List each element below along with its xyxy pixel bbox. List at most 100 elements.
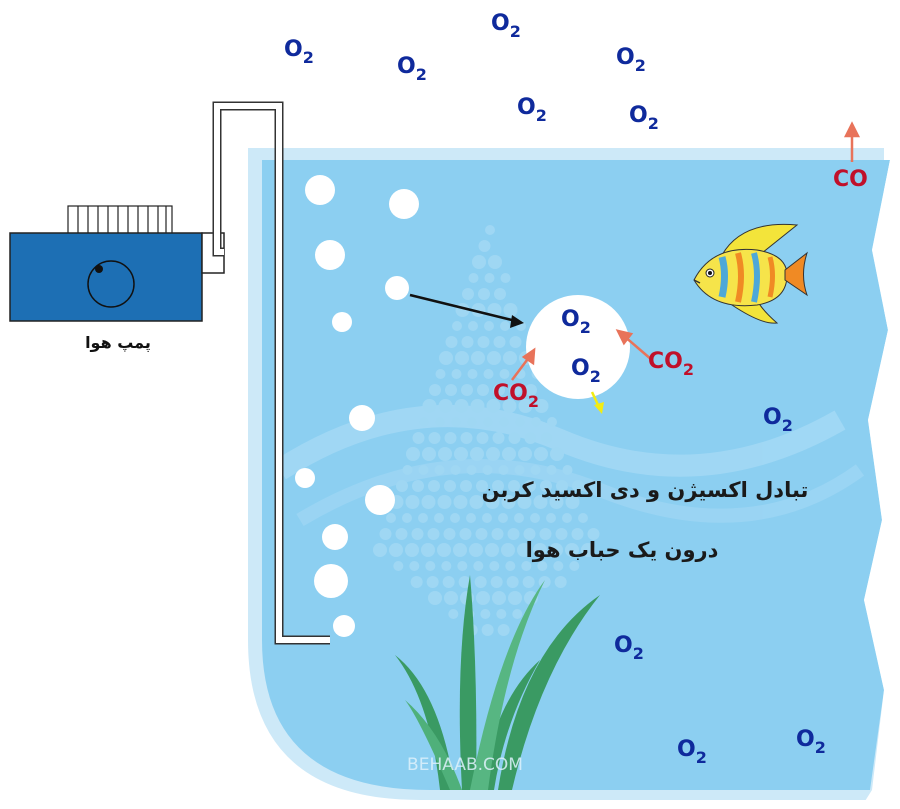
decor-dot [469,495,484,509]
tank-water [262,160,890,790]
bubble [349,405,375,431]
decor-dot [444,480,456,492]
decor-dot [453,495,468,509]
bubble [333,615,355,637]
decor-dot [448,609,459,619]
decor-dot [547,417,557,427]
decor-dot [517,543,531,557]
decor-dot [468,321,478,331]
decor-dot [492,432,505,444]
pump-label: پمپ هوا [85,333,151,353]
o2-label-water: O2 [677,737,707,767]
decor-dot [508,432,521,444]
o2-label-water: O2 [763,405,793,435]
decor-dot [445,336,458,348]
decor-dot [461,336,474,348]
decor-dot [438,447,452,461]
decor-dot [502,399,517,413]
decor-dot [487,351,501,365]
decor-dot [462,288,474,300]
decor-dot [533,543,547,557]
decor-dot [422,399,437,413]
decor-dot [396,480,408,492]
decor-dot [485,495,500,509]
decor-dot [508,591,522,605]
decor-dot [393,561,404,571]
decor-dot [438,399,453,413]
pump-vent-grille [67,205,173,235]
decor-dot [406,447,420,461]
decor-dot [395,528,408,540]
decor-dot [493,384,505,396]
decor-dot [412,480,424,492]
air-pump: پمپ هوا [9,205,225,353]
decor-dot [493,336,506,348]
decor-dot [439,351,453,365]
o2-label-water: O2 [614,633,644,663]
decor-dot [459,528,472,540]
decor-dot [499,369,510,379]
decor-dot [490,576,503,588]
decor-dot [411,528,424,540]
decor-dot [486,447,500,461]
decor-dot [539,528,552,540]
decor-dot [457,561,468,571]
decor-dot [565,543,579,557]
decor-dot [422,447,436,461]
decor-dot [450,465,461,475]
decor-dot [455,351,469,365]
o2-label-air: O2 [629,103,659,133]
decor-dot [506,576,519,588]
decor-dot [477,336,490,348]
decor-dot [472,255,486,269]
decor-dot [502,447,516,461]
decor-dot [496,609,507,619]
decor-dot [470,399,485,413]
o2-label-bubble: O2 [561,307,591,337]
decor-dot [445,384,457,396]
decor-dot [500,273,511,283]
decor-dot [442,576,455,588]
o2-label-water: O2 [796,727,826,757]
decor-dot [523,528,536,540]
decor-dot [498,513,508,523]
decor-dot [546,513,556,523]
decor-dot [466,513,476,523]
decor-dot [556,480,568,492]
pump-body [9,232,203,322]
decor-dot [467,369,478,379]
bubble [295,468,315,488]
decor-dot [550,447,564,461]
decor-dot [402,465,413,475]
decor-dot [512,609,523,619]
decor-dot [441,561,452,571]
decor-dot [515,417,525,427]
decor-dot [530,465,541,475]
o2-label-air: O2 [517,95,547,125]
decor-dot [546,465,557,475]
decor-dot [470,447,484,461]
decor-dot [468,273,479,283]
decor-dot [540,432,553,444]
zoom-pointer-arrow [409,293,517,323]
decor-dot [481,624,494,636]
watermark: BEHAAB.COM [407,755,523,775]
decor-dot [482,513,492,523]
decor-dot [507,528,520,540]
decor-dot [521,561,532,571]
background-pattern [274,225,865,636]
decor-dot [500,321,510,331]
decor-dot [435,417,445,427]
bubble [314,564,348,598]
decor-dot [555,528,568,540]
o2-label-air: O2 [616,45,646,75]
decor-dot [509,336,522,348]
tropical-fish [693,223,808,324]
decor-dot [525,384,537,396]
co2-label-bubble-left: CO2 [493,381,539,411]
bubble [322,524,348,550]
decor-dot [491,528,504,540]
decor-dot [554,576,567,588]
decor-dot [514,513,524,523]
